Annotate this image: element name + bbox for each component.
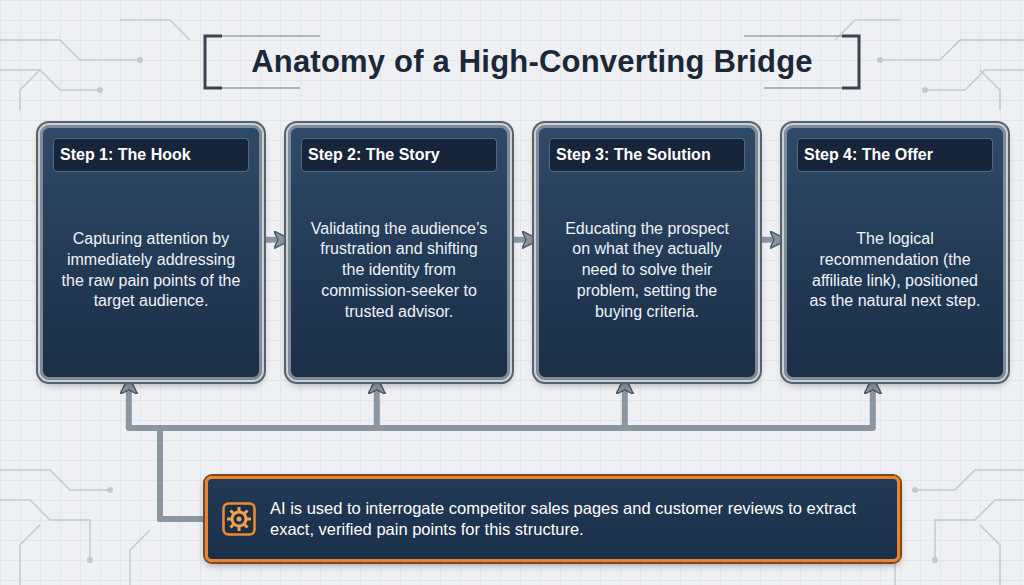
process-box: Step 3: The SolutionEducating the prospe… <box>536 125 758 380</box>
circuit-traces <box>0 20 1024 585</box>
step-description: Capturing attention by immediately addre… <box>61 229 241 312</box>
flow-connector <box>510 237 536 243</box>
step-description: Validating the audience’s frustration an… <box>309 219 489 323</box>
step-heading: Step 4: The Offer <box>797 138 993 172</box>
step-heading: Step 1: The Hook <box>53 138 249 172</box>
note-box: AI is used to interrogate competitor sal… <box>205 476 900 562</box>
diagram-title: Anatomy of a High-Converting Bridge <box>200 36 864 88</box>
flow-connector <box>758 237 784 243</box>
chip-icon <box>222 502 256 536</box>
step-heading: Step 3: The Solution <box>549 138 745 172</box>
note-text: AI is used to interrogate competitor sal… <box>270 498 883 541</box>
step-description: The logical recommendation (the affiliat… <box>805 229 985 312</box>
process-box: Step 1: The HookCapturing attention by i… <box>40 125 262 380</box>
process-box: Step 4: The OfferThe logical recommendat… <box>784 125 1006 380</box>
flow-connector <box>129 380 205 519</box>
step-description: Educating the prospect on what they actu… <box>557 219 737 323</box>
step-body-area: Validating the audience’s frustration an… <box>291 172 507 377</box>
step-heading: Step 2: The Story <box>301 138 497 172</box>
step-body-area: Educating the prospect on what they actu… <box>539 172 755 377</box>
step-body-area: The logical recommendation (the affiliat… <box>787 172 1003 377</box>
process-box: Step 2: The StoryValidating the audience… <box>288 125 510 380</box>
flow-connector <box>262 237 288 243</box>
step-body-area: Capturing attention by immediately addre… <box>43 172 259 377</box>
